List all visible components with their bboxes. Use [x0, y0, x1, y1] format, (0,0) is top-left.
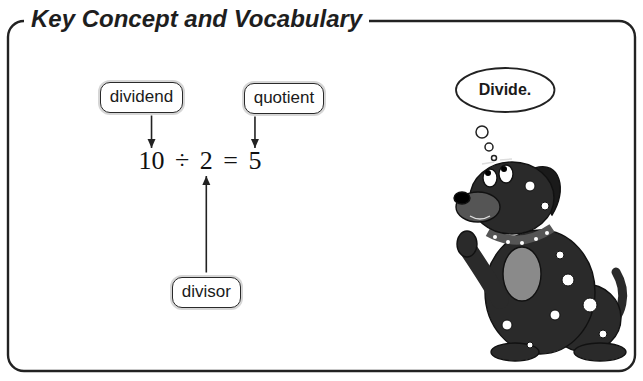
node-text: divisor [182, 282, 231, 302]
title-heading: Key Concept and Vocabulary [24, 5, 369, 33]
node-text: Divide. [479, 81, 531, 99]
frame-border [8, 21, 635, 371]
dog-illustration [454, 159, 626, 361]
leader-arrow [254, 117, 256, 149]
vocab-box: divisor [172, 277, 241, 308]
node-text: dividend [110, 87, 173, 107]
vocab-box: quotient [244, 83, 325, 114]
vocab-box: dividend [100, 82, 183, 113]
bubble-outline [456, 68, 554, 112]
leader-arrow [206, 176, 208, 273]
leader-arrow [151, 116, 153, 149]
thought-bubble: Divide. [455, 67, 555, 113]
node-text: quotient [254, 88, 315, 108]
thought-trail [476, 126, 497, 161]
equation: 10 ÷ 2 = 5 [139, 146, 262, 176]
